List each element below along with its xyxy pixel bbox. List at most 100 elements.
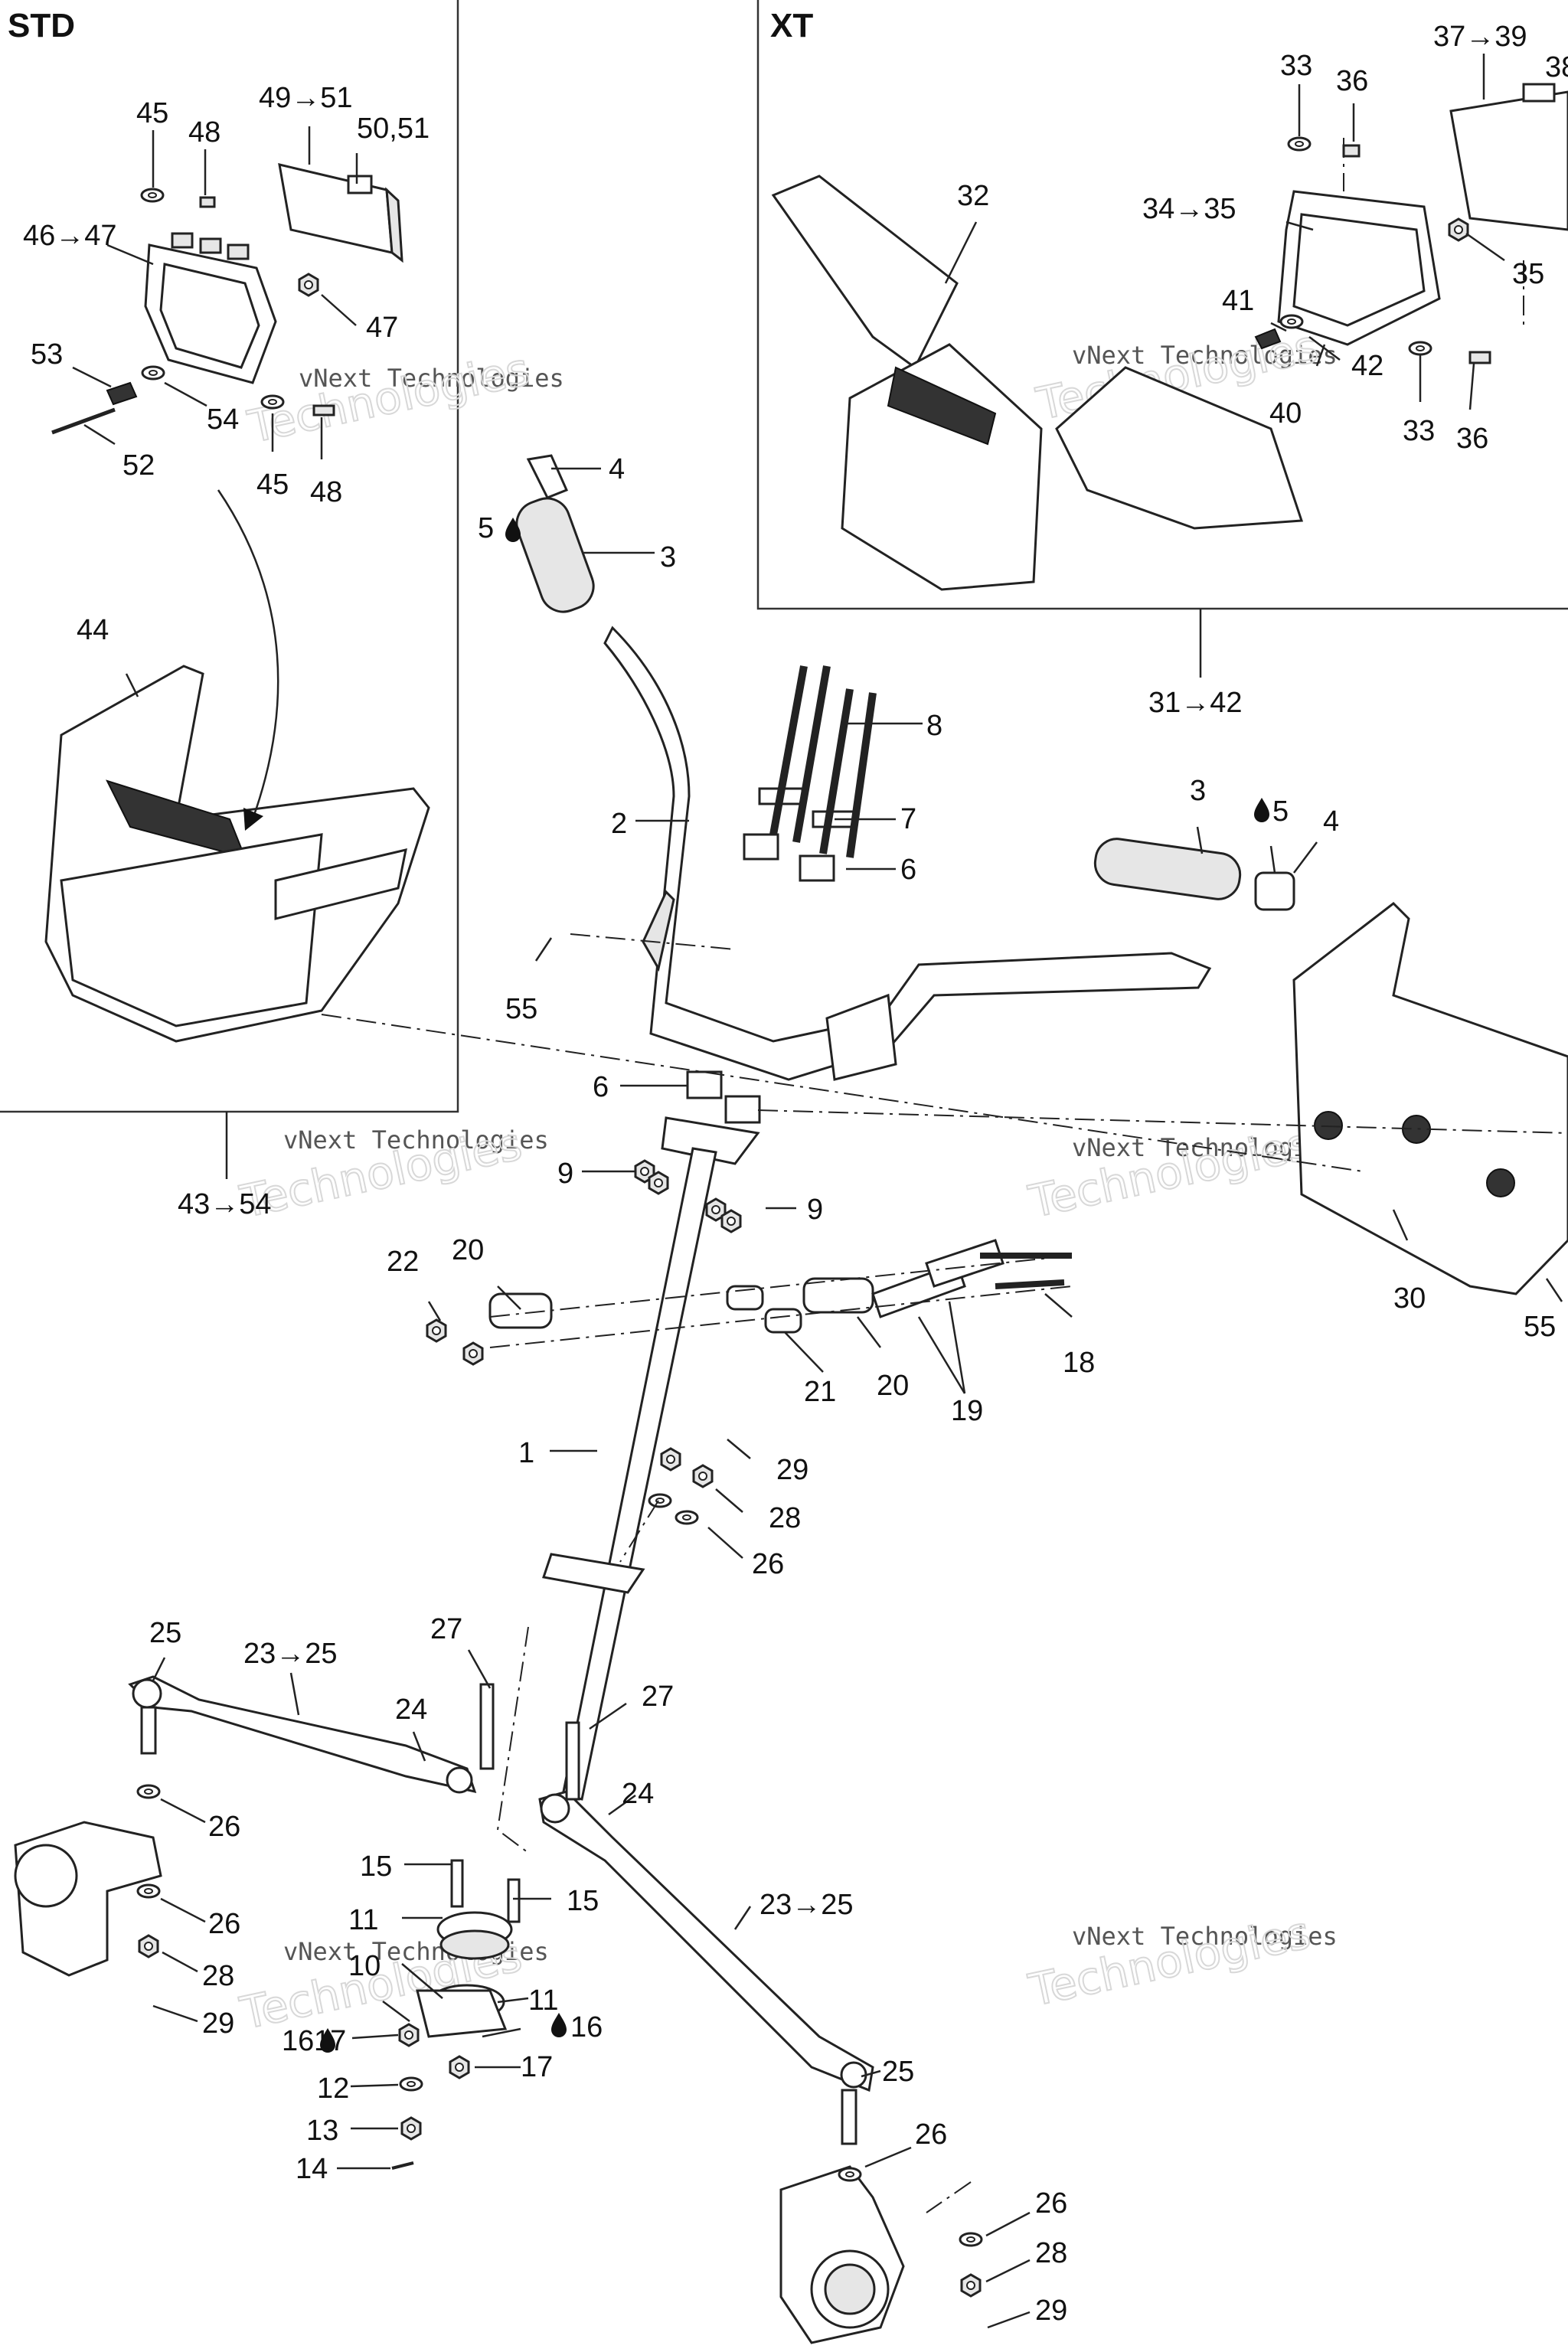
steering-links <box>426 1239 1072 1366</box>
callout-15: 15 <box>567 1885 599 1917</box>
std-headlight-housing <box>144 232 277 384</box>
callout-24: 24 <box>622 1778 654 1810</box>
callout-29: 29 <box>776 1454 808 1486</box>
callout-22: 22 <box>387 1246 419 1278</box>
callout-6: 6 <box>593 1071 609 1103</box>
callout-28: 28 <box>1035 2237 1067 2269</box>
callout-36: 36 <box>1456 423 1488 455</box>
callout-29: 29 <box>202 2007 234 2040</box>
callout-1: 1 <box>518 1437 534 1469</box>
callout-43-54: 43→54 <box>178 1188 272 1220</box>
callout-28: 28 <box>769 1502 801 1534</box>
callout-11: 11 <box>348 1904 378 1936</box>
callout-49-51: 49→51 <box>259 82 353 114</box>
callout-41: 41 <box>1222 285 1254 317</box>
callout-46-47: 46→47 <box>23 220 117 252</box>
handlebar-bracket <box>642 890 897 1081</box>
callout-53: 53 <box>31 338 63 371</box>
callout-44: 44 <box>77 614 109 646</box>
callout-16: 16 <box>570 2011 603 2043</box>
tie-rod-right <box>538 1721 874 2145</box>
callout-54: 54 <box>207 403 239 436</box>
std-headlight-bulb <box>278 163 403 263</box>
callout-37-39: 37→39 <box>1433 21 1527 53</box>
xt-section-title: XT <box>770 7 813 44</box>
callout-4: 4 <box>1323 805 1339 838</box>
callout-36: 36 <box>1336 65 1368 97</box>
callout-26: 26 <box>752 1548 784 1580</box>
callout-9: 9 <box>807 1194 823 1226</box>
callout-35: 35 <box>1512 258 1544 290</box>
callout-17: 17 <box>314 2025 346 2057</box>
callout-28: 28 <box>202 1960 234 1992</box>
std-assembly-arrow <box>217 489 279 820</box>
callout-15: 15 <box>360 1851 392 1883</box>
callout-23-25: 23→25 <box>760 1889 854 1921</box>
callout-33: 33 <box>1403 415 1435 447</box>
callout-12: 12 <box>317 2073 349 2105</box>
assembly-lines <box>321 138 1568 2213</box>
callout-47: 47 <box>366 312 398 344</box>
left-knuckle <box>14 1784 162 1977</box>
xt-fasteners <box>1254 136 1491 364</box>
callout-14: 14 <box>296 2153 328 2185</box>
callout-55: 55 <box>1524 1311 1556 1343</box>
xt-section-frame <box>756 0 1568 610</box>
callout-26: 26 <box>915 2118 947 2151</box>
grip-right <box>1093 838 1295 911</box>
callout-50-51: 50,51 <box>357 113 430 145</box>
callout-25: 25 <box>882 2056 914 2088</box>
callout-26: 26 <box>208 1811 240 1843</box>
callout-34-35: 34→35 <box>1142 193 1236 225</box>
callout-48: 48 <box>310 476 342 508</box>
xt-headlight-housing <box>1277 190 1441 346</box>
callout-27: 27 <box>642 1681 674 1713</box>
callout-13: 13 <box>306 2115 338 2147</box>
std-section-title: STD <box>8 7 75 44</box>
callout-5: 5 <box>478 512 494 544</box>
callout-33: 33 <box>1280 50 1312 82</box>
xt-front-fairing <box>771 175 1304 591</box>
handlebar <box>603 626 1212 1081</box>
callout-4: 4 <box>609 453 625 485</box>
callout-45: 45 <box>256 469 289 501</box>
callout-29: 29 <box>1035 2295 1067 2327</box>
leader-lines <box>72 54 1563 2329</box>
lower-bearing-assembly <box>391 1859 521 2170</box>
callout-38: 38 <box>1545 51 1568 83</box>
callout-5: 5 <box>1272 795 1289 828</box>
std-front-cowl <box>44 665 430 1043</box>
callout-25: 25 <box>149 1617 181 1649</box>
callout-32: 32 <box>957 180 989 212</box>
callout-21: 21 <box>804 1376 836 1408</box>
callout-20: 20 <box>452 1234 484 1266</box>
callout-30: 30 <box>1393 1282 1426 1315</box>
callout-6: 6 <box>900 854 916 886</box>
callout-26: 26 <box>1035 2187 1067 2220</box>
tie-rod-left <box>128 1675 495 1794</box>
callout-40: 40 <box>1269 397 1302 430</box>
callout-20: 20 <box>877 1370 909 1402</box>
std-section-frame <box>0 0 459 1113</box>
right-knuckle <box>779 2165 983 2344</box>
callout-10: 10 <box>348 1950 381 1982</box>
arrow-head-icon <box>243 808 263 831</box>
callout-18: 18 <box>1063 1347 1095 1379</box>
callout-27: 27 <box>430 1613 462 1645</box>
callout-16: 16 <box>282 2025 314 2057</box>
lower-plate-nuts <box>648 1447 714 1525</box>
callout-31-42: 31→42 <box>1148 687 1243 719</box>
handlebar-clamps <box>686 665 877 1124</box>
callout-2: 2 <box>611 808 627 840</box>
xt-headlight-bulb <box>1449 83 1568 231</box>
watermark-text: vNext Technologies <box>283 1125 549 1155</box>
callout-52: 52 <box>122 449 155 482</box>
std-fasteners <box>51 188 335 435</box>
callout-9: 9 <box>557 1158 573 1190</box>
callout-3: 3 <box>660 541 676 573</box>
right-side-panel <box>1292 902 1568 1295</box>
callout-26: 26 <box>208 1908 240 1940</box>
oil-drop-icon <box>1254 798 1269 822</box>
callout-3: 3 <box>1190 775 1206 807</box>
